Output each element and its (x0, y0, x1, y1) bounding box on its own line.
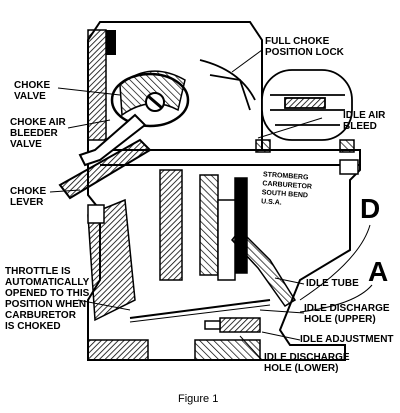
marker-d: D (360, 193, 381, 224)
label-idle-adjustment: IDLE ADJUSTMENT (300, 334, 394, 345)
lower-left-wall (87, 198, 136, 322)
label-choke-valve: CHOKE VALVE (14, 80, 51, 102)
top-screws (255, 139, 359, 175)
bleeder-shaft (78, 113, 147, 167)
figure-caption: Figure 1 (178, 393, 219, 405)
label-choke-lever: CHOKE LEVER (10, 186, 47, 208)
label-idle-tube: IDLE TUBE (306, 278, 359, 289)
label-throttle-note: THROTTLE IS AUTOMATICALLY OPENED TO THIS… (5, 266, 90, 332)
idle-tube-shape (231, 228, 297, 308)
marker-a: A (368, 256, 389, 287)
manufacturer-stamp: STROMBERG CARBURETOR SOUTH BEND U.S.A. (260, 171, 313, 207)
idle-adjust-screw (204, 317, 261, 333)
carburetor-drawing (49, 21, 373, 361)
label-idle-discharge-upper: IDLE DISCHARGE HOLE (UPPER) (304, 303, 390, 325)
air-horn-wall (87, 29, 107, 141)
bottom-flange (87, 339, 261, 361)
center-passages (159, 169, 248, 281)
label-idle-air-bleed: IDLE AIR BLEED (343, 110, 386, 132)
throttle-plate (129, 299, 271, 319)
choke-lock-detail (199, 59, 353, 141)
leader-lines (49, 49, 373, 361)
choke-lever-shape (58, 138, 152, 200)
choke-valve-shape (110, 70, 190, 128)
label-idle-discharge-lower: IDLE DISCHARGE HOLE (LOWER) (264, 352, 350, 374)
label-full-choke-lock: FULL CHOKE POSITION LOCK (265, 36, 344, 58)
label-choke-air-bleeder-valve: CHOKE AIR BLEEDER VALVE (10, 117, 66, 150)
